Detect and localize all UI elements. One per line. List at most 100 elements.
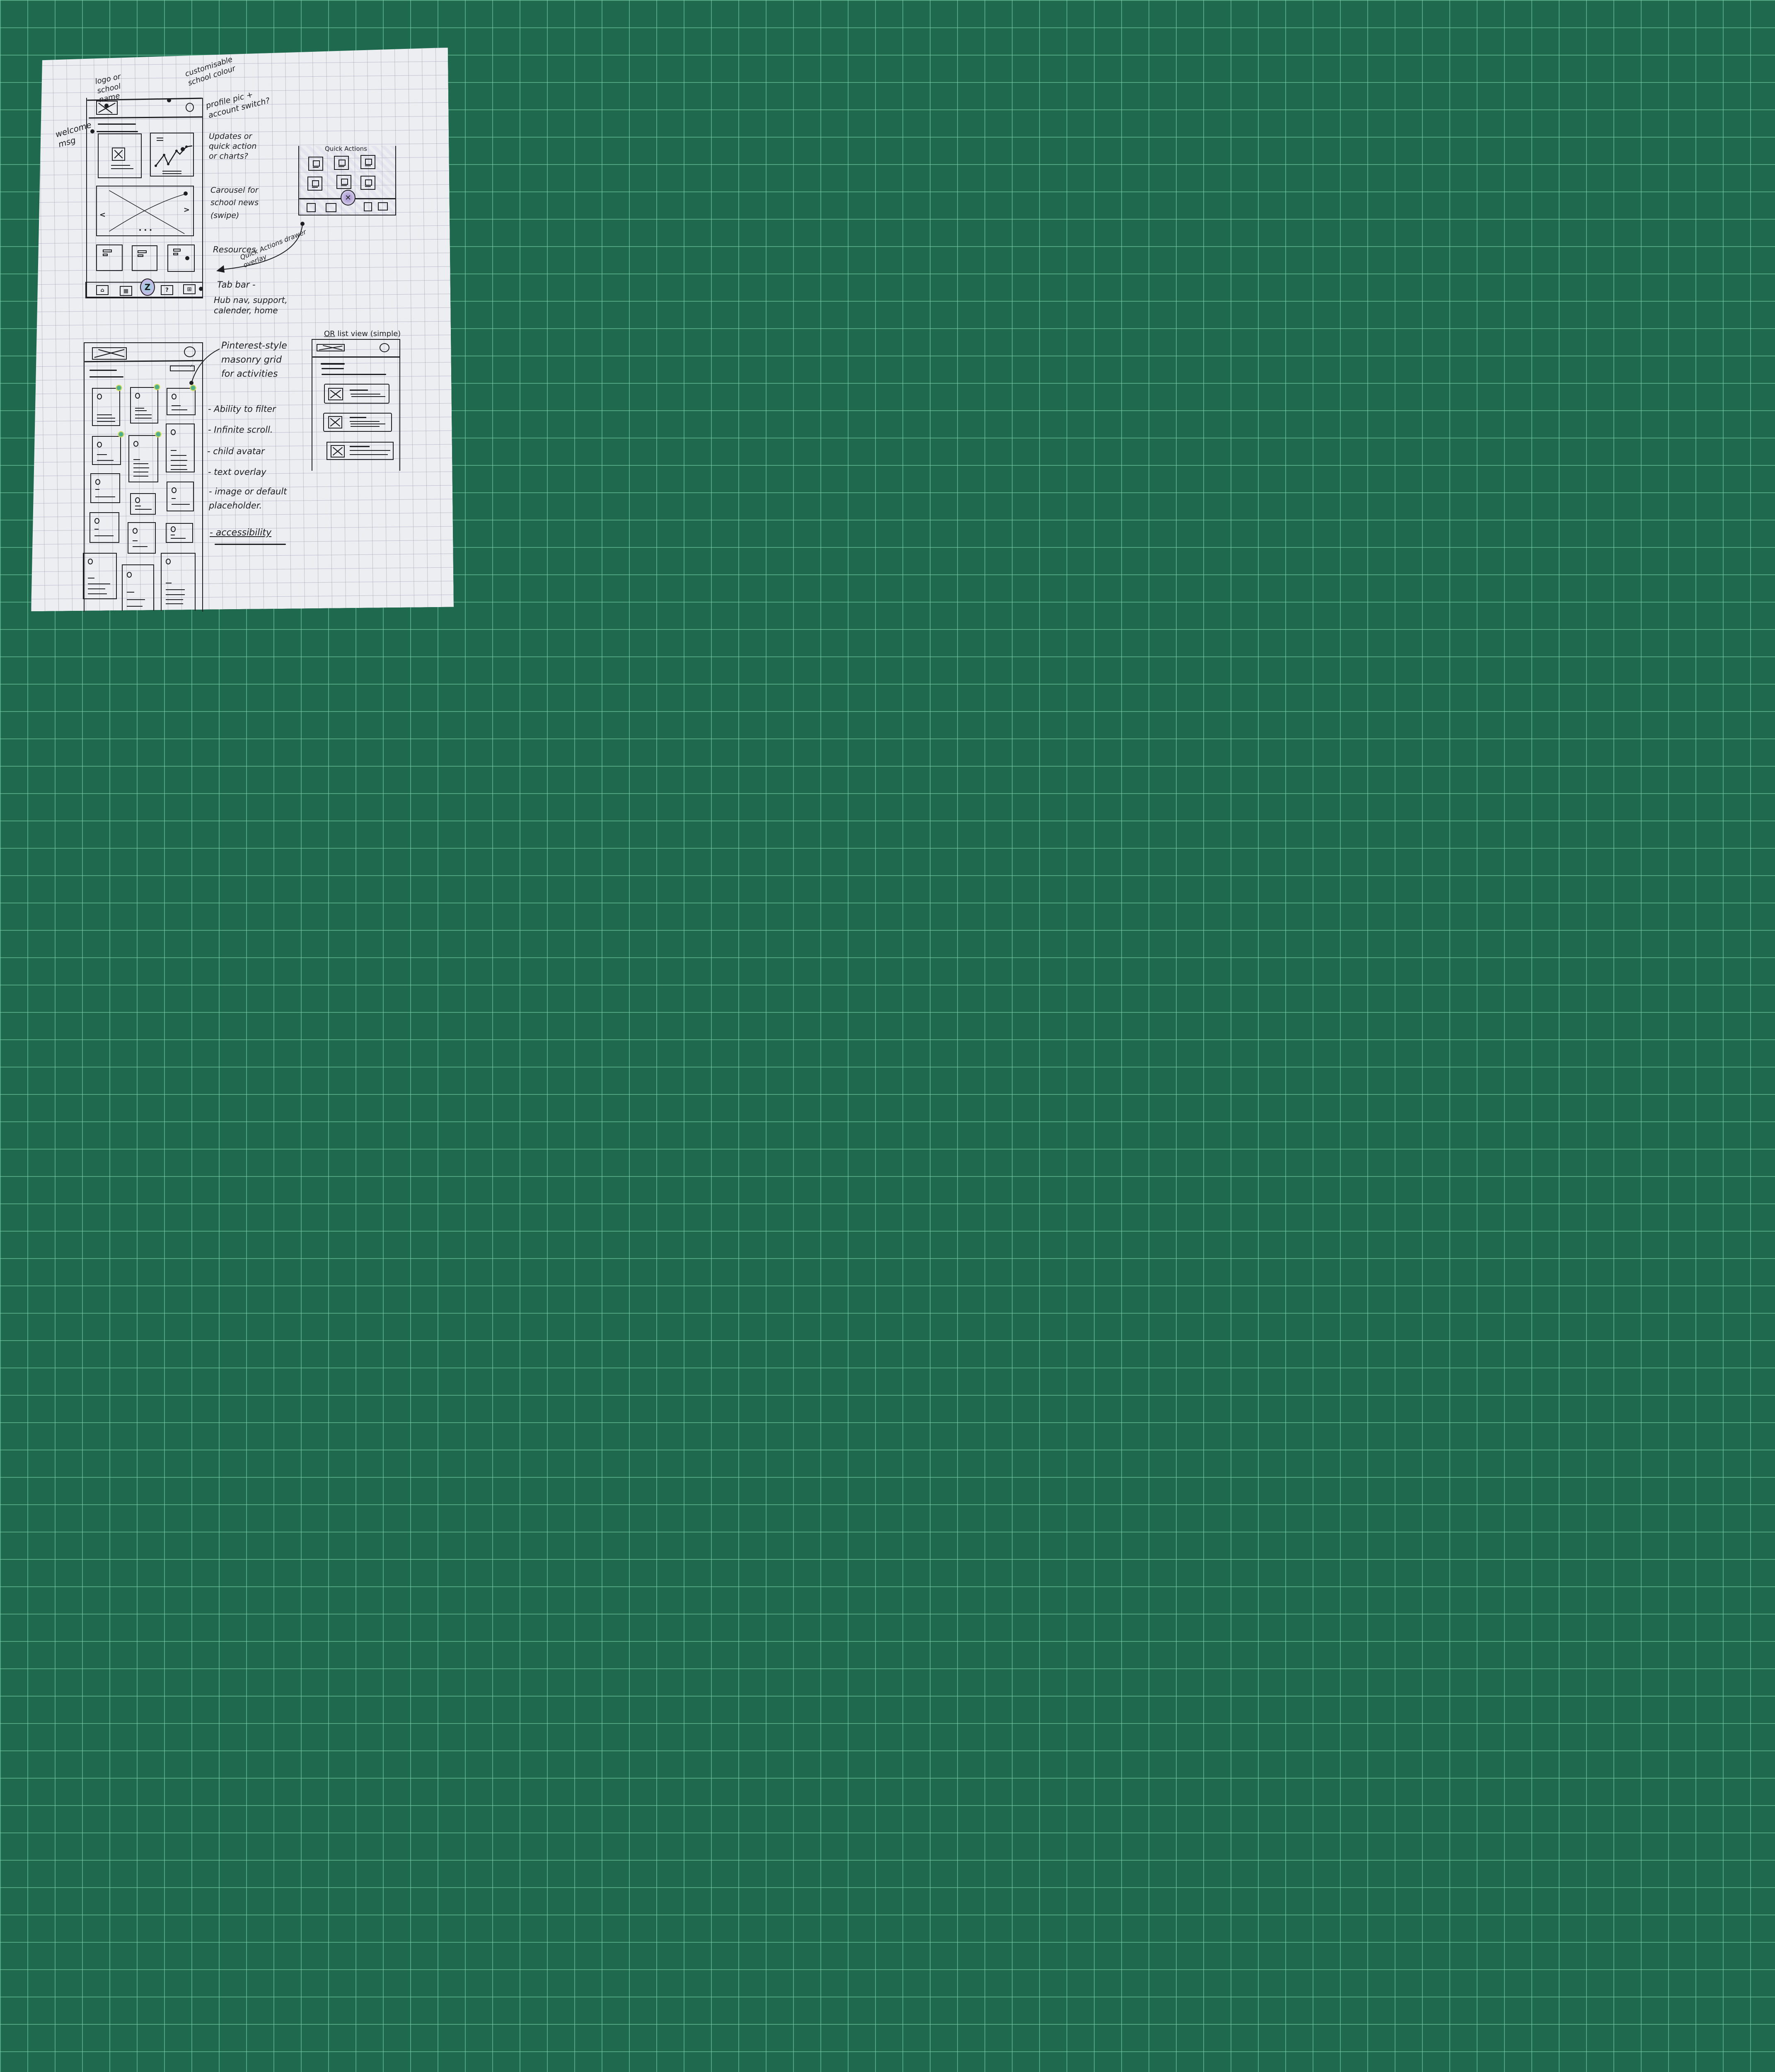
activity-card[interactable] xyxy=(166,424,195,472)
line-chart-icon xyxy=(155,145,193,167)
activity-card[interactable] xyxy=(128,435,158,482)
feature-item: - Infinite scroll. xyxy=(208,425,273,435)
carousel-prev-button[interactable]: < xyxy=(99,211,106,219)
drawer-tab-placeholder xyxy=(307,203,316,212)
activity-card[interactable] xyxy=(122,564,154,611)
note-tabbar: Tab bar - xyxy=(217,280,256,290)
tab-home[interactable]: ⌂ xyxy=(96,285,109,295)
feature-item: - Ability to filter xyxy=(208,404,276,414)
text-line xyxy=(97,421,115,422)
page-subtitle-line xyxy=(322,368,344,369)
news-carousel[interactable]: < > • • • xyxy=(96,186,194,236)
child-avatar xyxy=(94,518,99,524)
activity-card[interactable] xyxy=(83,553,117,599)
annotation-pin xyxy=(199,287,203,291)
text-line xyxy=(171,465,186,466)
quick-action-tile[interactable] xyxy=(308,157,323,171)
header-divider xyxy=(312,356,400,358)
or-label: OR xyxy=(324,329,335,338)
quick-action-tile[interactable] xyxy=(336,175,351,189)
activity-card[interactable] xyxy=(92,388,120,426)
help-icon: ? xyxy=(165,287,169,293)
chevron-down-icon: ✓ xyxy=(189,364,193,368)
resource-card-2[interactable] xyxy=(132,245,157,271)
filter-dropdown[interactable]: ✓ xyxy=(170,364,195,371)
annotation-pin xyxy=(90,129,94,133)
list-row[interactable] xyxy=(324,384,389,404)
section-divider xyxy=(322,374,386,375)
text-line xyxy=(171,460,187,461)
text-line xyxy=(133,476,148,477)
tab-support[interactable]: ? xyxy=(161,285,173,295)
page-title-line xyxy=(321,363,345,365)
text-line xyxy=(166,589,185,590)
text-line xyxy=(95,489,99,490)
activity-card[interactable] xyxy=(130,493,156,515)
text-line xyxy=(135,414,152,415)
quick-action-tile[interactable] xyxy=(334,156,349,170)
carousel-dots[interactable]: • • • xyxy=(138,227,152,234)
note-list-view: OR list view (simple) xyxy=(324,320,401,339)
text-line xyxy=(97,460,114,461)
activity-card[interactable] xyxy=(167,482,194,511)
close-quick-actions-button[interactable]: ✕ xyxy=(341,190,355,206)
feature-item: - image or default placeholder. xyxy=(209,487,287,511)
resource-card-1[interactable] xyxy=(96,244,123,271)
activity-card[interactable] xyxy=(130,387,158,424)
activity-card[interactable] xyxy=(128,522,156,554)
grid-icon: ⊞ xyxy=(187,286,192,293)
child-avatar xyxy=(172,487,177,493)
row-text-line xyxy=(351,396,385,397)
caption-line xyxy=(111,165,130,166)
activity-card[interactable] xyxy=(89,512,119,543)
row-title-line xyxy=(350,390,368,391)
child-avatar xyxy=(97,442,102,448)
tab-hub[interactable]: ⊞ xyxy=(183,284,196,294)
feature-item: - accessibility xyxy=(210,528,272,538)
note-updates: Updates or quick action or charts? xyxy=(209,132,257,161)
annotation-pin xyxy=(185,256,189,260)
note-resources: Resources xyxy=(213,244,256,254)
text-line xyxy=(88,583,110,584)
child-avatar xyxy=(97,394,102,399)
child-avatar xyxy=(172,394,177,399)
activity-card[interactable] xyxy=(166,523,193,543)
quick-action-tile[interactable] xyxy=(360,155,375,169)
quick-action-tile[interactable] xyxy=(360,176,375,190)
text-line xyxy=(135,509,152,510)
tab-calendar[interactable]: ▦ xyxy=(120,286,132,296)
row-text-line xyxy=(350,421,380,422)
close-icon: ✕ xyxy=(345,193,351,202)
pin-highlight xyxy=(118,431,124,438)
activity-card[interactable] xyxy=(167,388,196,415)
profile-avatar-icon[interactable] xyxy=(184,346,196,357)
list-row[interactable] xyxy=(326,442,394,460)
drawer-arrow xyxy=(216,222,305,273)
child-avatar xyxy=(171,526,176,532)
chart-caption-line xyxy=(162,173,181,174)
logo-placeholder xyxy=(92,347,127,360)
page-title-line xyxy=(89,370,117,371)
text-line xyxy=(88,593,107,594)
thumbnail-placeholder xyxy=(331,445,345,457)
doc-icon xyxy=(138,254,143,257)
list-row[interactable] xyxy=(323,413,392,432)
text-line xyxy=(133,463,148,464)
profile-avatar-icon[interactable] xyxy=(186,103,194,112)
resource-card-3[interactable] xyxy=(167,244,195,272)
activity-card[interactable] xyxy=(161,553,196,611)
quick-action-tile[interactable] xyxy=(307,177,322,191)
text-line xyxy=(172,498,176,499)
activity-card[interactable] xyxy=(90,473,120,503)
activity-card[interactable] xyxy=(92,436,121,465)
child-avatar xyxy=(166,559,171,564)
profile-avatar-icon[interactable] xyxy=(380,343,389,352)
image-widget-card[interactable] xyxy=(98,133,142,178)
text-line xyxy=(135,418,152,419)
tab-quick-actions[interactable]: Z xyxy=(140,278,155,296)
home-icon: ⌂ xyxy=(100,287,104,293)
carousel-next-button[interactable]: > xyxy=(183,206,190,214)
chart-widget-card[interactable] xyxy=(150,133,194,177)
annotation-pin xyxy=(184,191,188,196)
child-avatar xyxy=(133,528,138,534)
